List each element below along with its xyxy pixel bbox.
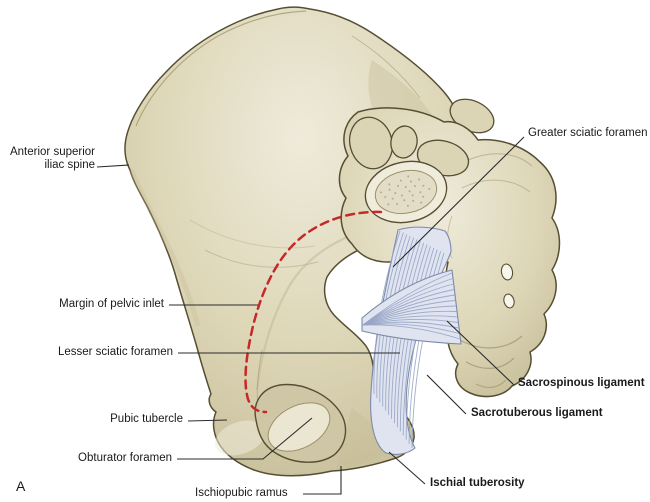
leader-ischiopubic-ramus bbox=[303, 466, 342, 495]
leader-ischial-tuberosity bbox=[388, 451, 426, 485]
label-ischial-tuberosity: Ischial tuberosity bbox=[430, 477, 525, 489]
leader-anterior-superior-iliac-spine bbox=[96, 164, 130, 168]
iliac-crest-inner-line bbox=[135, 10, 307, 127]
label-obturator-foramen: Obturator foramen bbox=[78, 452, 172, 464]
label-asis-line2: iliac spine bbox=[44, 159, 96, 171]
arcuate-line-ridge bbox=[255, 224, 383, 391]
sacral-ala-texture-2 bbox=[461, 179, 531, 193]
leader-pubic-tubercle bbox=[187, 419, 228, 422]
label-lesser-sciatic-foramen: Lesser sciatic foramen bbox=[57, 346, 173, 358]
pubic-body-highlight bbox=[214, 420, 266, 456]
anterior-edge-shadow bbox=[128, 168, 201, 327]
sacral-ala-texture-1 bbox=[467, 153, 533, 167]
sacral-foramen-lower bbox=[503, 293, 515, 309]
pelvic-inlet-dashed-line bbox=[244, 210, 383, 414]
vertebral-body-stipple bbox=[380, 175, 431, 207]
coccyx-ridge-1 bbox=[459, 335, 523, 349]
leader-sacrospinous-ligament bbox=[446, 320, 515, 386]
label-greater-sciatic-foramen: Greater sciatic foramen bbox=[528, 127, 648, 139]
posterior-wing-texture-line bbox=[351, 35, 421, 99]
obturator-foramen-inner-plate bbox=[267, 402, 331, 452]
coccyx-ridge-3 bbox=[475, 379, 507, 389]
label-pubic-tubercle: Pubic tubercle bbox=[110, 413, 183, 425]
label-margin-of-pelvic-inlet: Margin of pelvic inlet bbox=[59, 298, 164, 310]
label-sacrospinous-ligament: Sacrospinous ligament bbox=[518, 377, 645, 389]
sacrospinous-ligament-shape bbox=[361, 269, 462, 345]
leader-sacrotuberous-ligament bbox=[426, 374, 467, 415]
label-anterior-superior-iliac-spine: Anterior superior iliac spine bbox=[0, 146, 95, 172]
panel-letter: A bbox=[16, 478, 26, 494]
coccyx-ridge-2 bbox=[465, 357, 515, 369]
sacrospinous-fibers bbox=[362, 272, 461, 340]
label-ischiopubic-ramus: Ischiopubic ramus bbox=[195, 487, 288, 499]
ischium-shade bbox=[336, 408, 388, 468]
leader-obturator-foramen bbox=[177, 417, 313, 460]
label-sacrotuberous-ligament: Sacrotuberous ligament bbox=[471, 407, 603, 419]
iliac-fossa-shade-2 bbox=[189, 219, 316, 249]
label-asis-line1: Anterior superior bbox=[9, 146, 95, 158]
sacral-foramen-upper bbox=[500, 263, 514, 281]
articular-process-mid bbox=[390, 125, 418, 159]
leader-greater-sciatic-foramen bbox=[392, 136, 525, 268]
leader-lines bbox=[96, 136, 525, 495]
